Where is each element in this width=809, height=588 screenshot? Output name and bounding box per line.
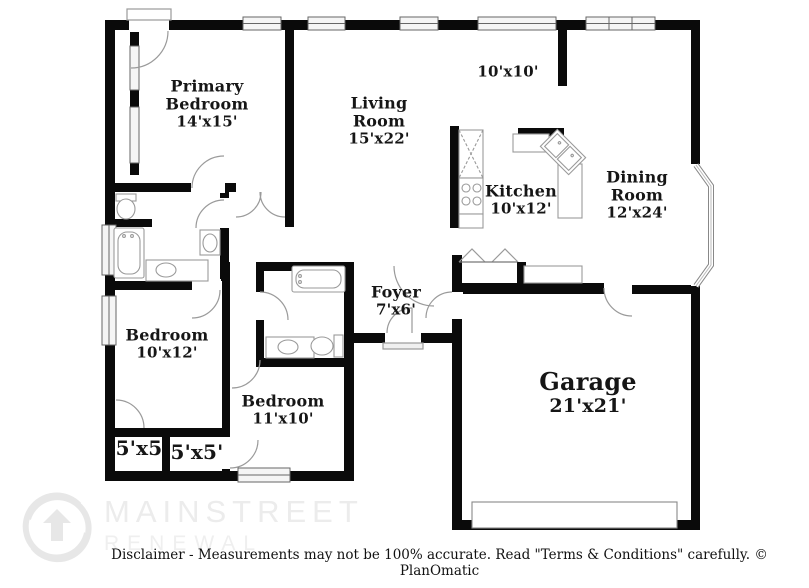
wall-garage-top-left xyxy=(452,283,604,294)
double-door-arc-icon xyxy=(259,191,286,218)
wall-stub xyxy=(224,183,236,192)
bathtub-icon xyxy=(117,231,141,275)
door-arc-icon xyxy=(130,30,169,69)
wall-closet-stub xyxy=(517,262,526,286)
door-arc-icon xyxy=(195,199,225,229)
door-arc-icon xyxy=(191,289,221,319)
watermark: MAINSTREET RENEWAL xyxy=(104,496,364,554)
wall-hallbath-bottom xyxy=(256,358,353,367)
door-arc-icon xyxy=(603,287,633,317)
wall-garage-top-right xyxy=(632,285,691,294)
vanity-icon xyxy=(145,259,209,282)
entry-door-leaf xyxy=(126,8,172,21)
disclaimer-text: Disclaimer - Measurements may not be 100… xyxy=(111,547,768,579)
kitchen-sink-icon xyxy=(539,128,587,176)
door-arc-icon xyxy=(425,291,453,319)
room-label-breakfast-nook: 10'x10' xyxy=(477,62,539,81)
wall-center-vertical xyxy=(344,262,354,481)
wall-glazing-stub-c xyxy=(130,161,139,175)
wall-right-top xyxy=(691,20,700,164)
windows xyxy=(101,16,656,483)
wall-primary-bath-top xyxy=(114,183,192,192)
front-door-sill xyxy=(382,342,424,350)
watermark-line2: RENEWAL xyxy=(104,532,264,555)
room-label-dining-room: Dining Room 12'x24' xyxy=(606,167,668,222)
door-arc-icon xyxy=(259,291,289,321)
wall-garage-left xyxy=(452,255,462,530)
toilet-icon xyxy=(116,198,136,220)
fixtures xyxy=(113,128,678,529)
wall-glazing-stub-a xyxy=(130,30,139,47)
double-door-arc-icon xyxy=(235,191,262,218)
mainstreet-renewal-logo-icon xyxy=(22,492,92,563)
wall-hallbath-left-a xyxy=(256,262,264,292)
kitchen-counter xyxy=(458,213,484,229)
room-label-kitchen: Kitchen 10'x12' xyxy=(485,181,557,218)
wall-bath1-right-a xyxy=(220,192,229,198)
wall-toilet-alcove xyxy=(114,219,152,227)
door-arc-icon xyxy=(231,359,261,389)
wall-primary-living xyxy=(285,20,294,227)
room-label-bedroom-10x12: Bedroom 10'x12' xyxy=(125,325,209,362)
wall-peninsula-stub xyxy=(518,128,564,136)
room-label-closet-a: 5'x5 xyxy=(115,435,163,460)
cabinet-icon xyxy=(523,265,583,284)
room-label-closet-b: 5'x5' xyxy=(170,439,224,464)
wall-right-bottom xyxy=(691,286,700,530)
wall-bath1-bottom xyxy=(114,281,192,290)
room-label-foyer: Foyer 7'x6' xyxy=(370,282,422,319)
doors xyxy=(115,8,633,469)
sink-icon xyxy=(155,262,177,278)
bifold-door-icon xyxy=(458,248,486,263)
bifold-door-icon xyxy=(491,248,519,263)
room-label-garage: Garage 21'x21' xyxy=(539,366,637,417)
toilet-icon xyxy=(333,334,344,358)
door-arc-icon xyxy=(191,155,225,189)
bay-window-icon xyxy=(693,163,714,288)
arrow-up-icon xyxy=(43,509,71,541)
room-label-living-room: Living Room 15'x22' xyxy=(348,93,410,148)
wall-hallbath-left-b xyxy=(256,320,264,358)
room-label-primary-bedroom: Primary Bedroom 14'x15' xyxy=(165,76,249,131)
door-arc-icon xyxy=(386,307,413,334)
toilet-icon xyxy=(310,336,334,356)
watermark-line1: MAINSTREET xyxy=(104,494,364,529)
door-arc-icon xyxy=(393,265,435,307)
wall-bottom-left xyxy=(105,471,354,481)
window-icon xyxy=(129,106,140,164)
wall-kitchen-left xyxy=(450,126,459,228)
bathtub-icon xyxy=(295,269,342,289)
sink-icon xyxy=(277,339,299,355)
wall-bath1-right-b xyxy=(220,228,229,281)
door-openings xyxy=(129,18,632,469)
door-arc-icon xyxy=(115,399,145,429)
wall-bedroom10-right xyxy=(222,262,230,472)
door-arc-icon xyxy=(229,439,259,469)
wall-glazing-stub-b xyxy=(130,90,139,108)
wall-closet-divider xyxy=(162,428,170,472)
garage-door-icon xyxy=(471,501,678,529)
wall-nook-stub xyxy=(558,20,567,86)
sink-icon xyxy=(202,233,218,253)
room-label-bedroom-11x10: Bedroom 11'x10' xyxy=(241,391,325,428)
